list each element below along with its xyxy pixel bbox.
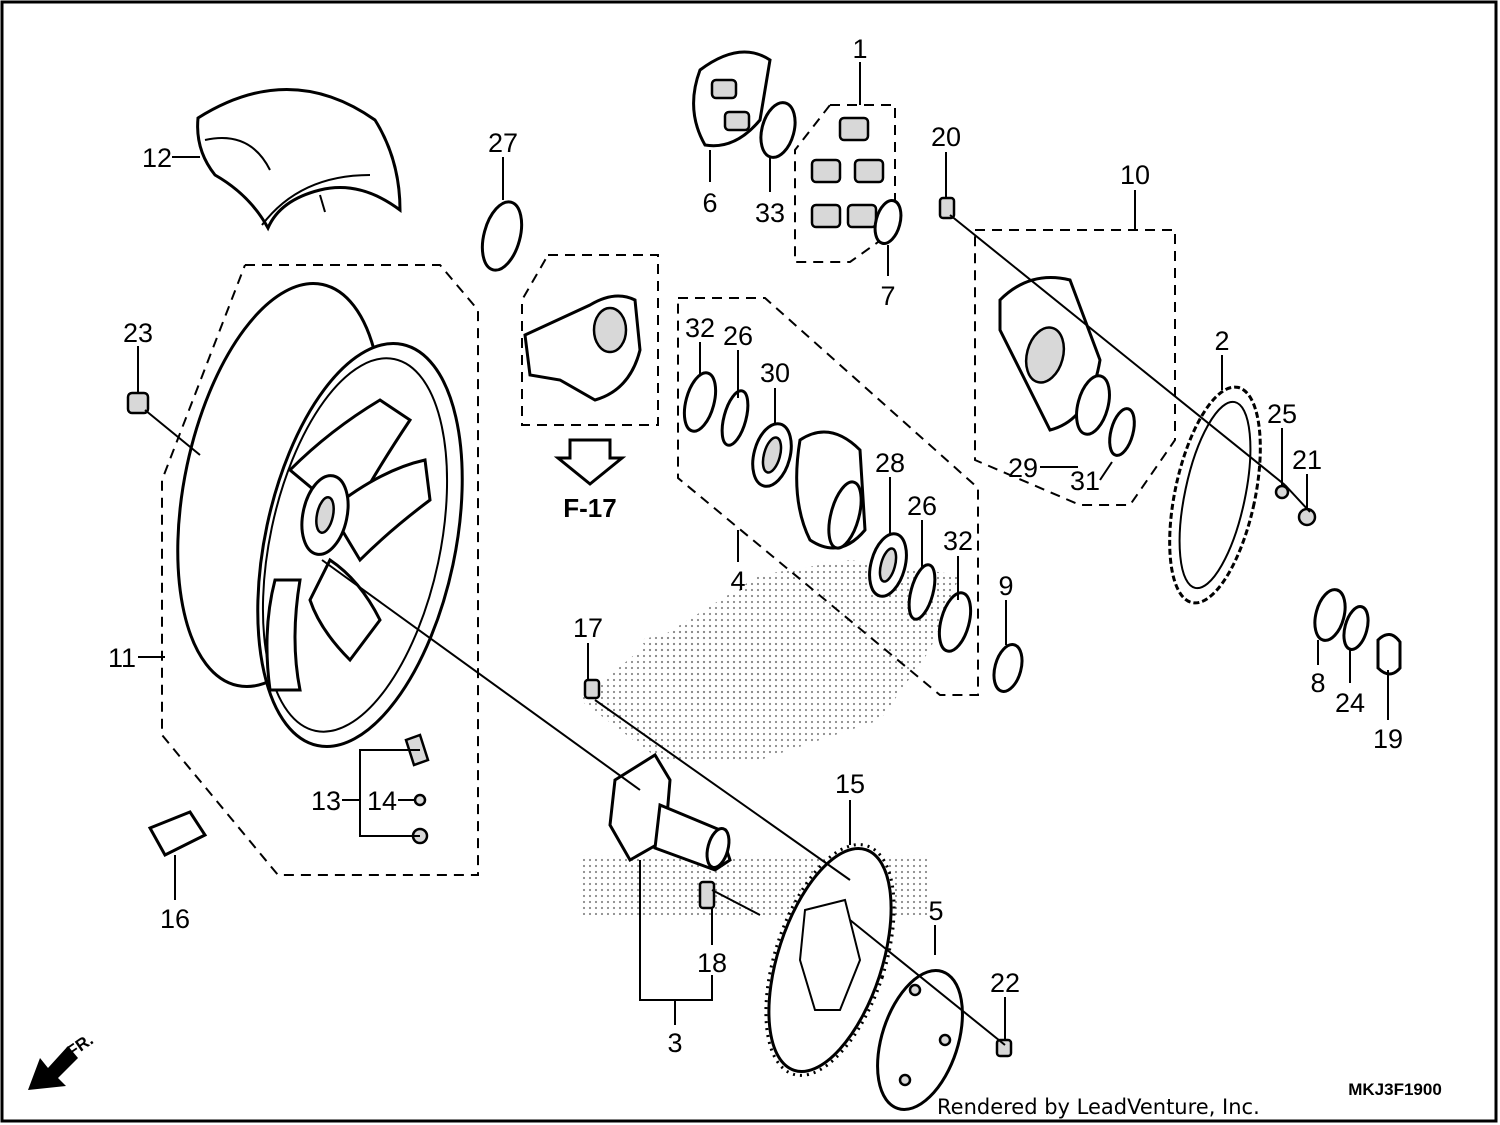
leader-lines bbox=[137, 62, 1389, 1040]
callout-18: 18 bbox=[697, 948, 727, 978]
damper-parts bbox=[692, 50, 903, 263]
callout-6: 6 bbox=[702, 188, 717, 218]
callout-24: 24 bbox=[1335, 688, 1365, 718]
nut-22-part bbox=[995, 1038, 1013, 1058]
callout-4: 4 bbox=[730, 566, 745, 596]
callout-33: 33 bbox=[755, 198, 785, 228]
callout-31: 31 bbox=[1070, 466, 1100, 496]
reference-label: F-17 bbox=[563, 493, 616, 523]
callout-11: 11 bbox=[108, 643, 136, 673]
valve-parts bbox=[404, 733, 430, 845]
callout-1: 1 bbox=[852, 34, 867, 64]
callout-19: 19 bbox=[1373, 724, 1403, 754]
callout-26-bottom: 26 bbox=[907, 491, 937, 521]
callout-20: 20 bbox=[931, 122, 961, 152]
drawing-code: MKJ3F1900 bbox=[1348, 1080, 1442, 1099]
credit-text: Rendered by LeadVenture, Inc. bbox=[937, 1095, 1260, 1119]
tire-part bbox=[196, 88, 402, 232]
o-ring-27-part bbox=[480, 200, 524, 272]
callout-30: 30 bbox=[760, 358, 790, 388]
wheel-assembly-outline bbox=[161, 264, 479, 876]
callout-26-top: 26 bbox=[723, 321, 753, 351]
callout-22: 22 bbox=[990, 968, 1020, 998]
bearing-parts bbox=[677, 297, 979, 696]
callout-labels: 1 2 3 4 5 6 7 8 9 10 11 12 13 14 15 16 1… bbox=[108, 34, 1403, 1058]
callout-7: 7 bbox=[880, 281, 895, 311]
brake-disc-part bbox=[764, 843, 896, 1077]
callout-2: 2 bbox=[1214, 326, 1229, 356]
callout-13: 13 bbox=[311, 786, 341, 816]
callout-10: 10 bbox=[1120, 160, 1150, 190]
sprocket-hub-parts bbox=[974, 229, 1176, 506]
assembly-lines bbox=[144, 214, 1311, 1046]
callout-27: 27 bbox=[488, 128, 518, 158]
callout-15: 15 bbox=[835, 769, 865, 799]
callout-25: 25 bbox=[1267, 399, 1297, 429]
washer-25-part bbox=[1274, 484, 1290, 500]
callout-32-top: 32 bbox=[685, 313, 715, 343]
balance-weight-part bbox=[147, 810, 208, 857]
callout-8: 8 bbox=[1310, 668, 1325, 698]
callout-3: 3 bbox=[667, 1028, 682, 1058]
callout-32-bottom: 32 bbox=[943, 526, 973, 556]
callout-12: 12 bbox=[142, 143, 172, 173]
callout-28: 28 bbox=[875, 448, 905, 478]
axle-part bbox=[583, 678, 732, 910]
bolt-20-part bbox=[938, 196, 956, 220]
callout-29: 29 bbox=[1008, 453, 1038, 483]
callout-17: 17 bbox=[573, 613, 603, 643]
callout-5: 5 bbox=[928, 896, 943, 926]
callout-16: 16 bbox=[160, 904, 190, 934]
nut-21-part bbox=[1297, 507, 1317, 527]
callout-14: 14 bbox=[367, 786, 397, 816]
shadow-stipple bbox=[580, 560, 960, 915]
sprocket-part bbox=[1168, 385, 1262, 605]
callout-21: 21 bbox=[1292, 445, 1322, 475]
plate-part bbox=[876, 969, 964, 1111]
callout-9: 9 bbox=[998, 571, 1013, 601]
wheel-part bbox=[176, 282, 464, 748]
axle-nut-parts bbox=[1313, 588, 1402, 676]
callout-23: 23 bbox=[123, 318, 153, 348]
front-arrow-icon: FR. bbox=[28, 1030, 97, 1090]
reference-bracket bbox=[521, 254, 659, 486]
ring-9-part bbox=[992, 643, 1024, 693]
